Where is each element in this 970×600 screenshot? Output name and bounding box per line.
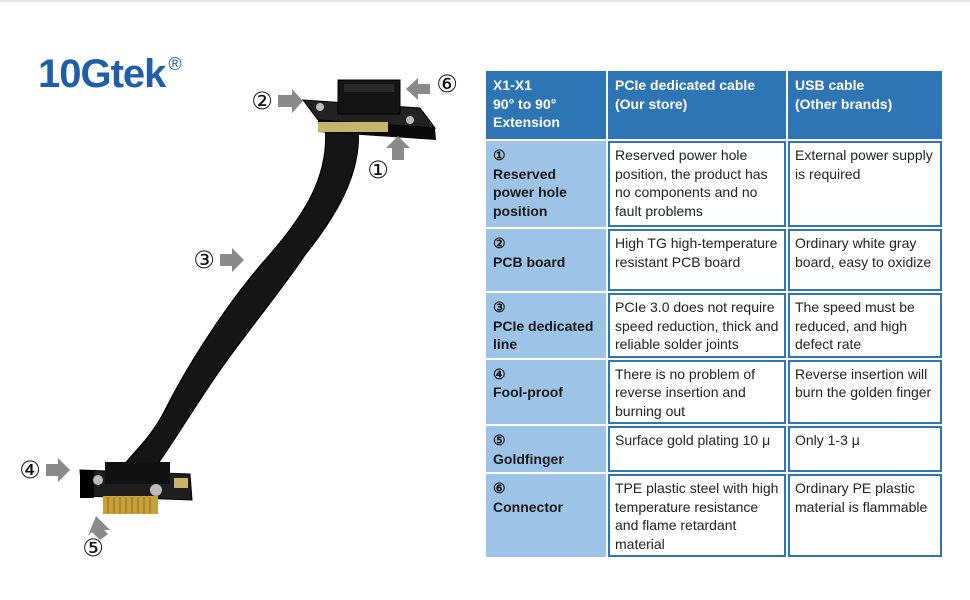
callout-2: ②	[251, 87, 273, 115]
header-pcie-cable: PCIe dedicated cable (Our store)	[608, 71, 786, 139]
header-extension: X1-X1 90° to 90° Extension	[486, 71, 606, 139]
ours-cell: There is no problem of reverse insertion…	[608, 359, 786, 424]
header-usb-cable: USB cable (Other brands)	[788, 71, 942, 139]
table-header-row: X1-X1 90° to 90° Extension PCIe dedicate…	[486, 71, 942, 139]
ribbon-cable	[119, 124, 360, 473]
top-rule	[0, 0, 970, 2]
callout-3: ③	[193, 246, 215, 274]
bottom-connector-board	[79, 462, 193, 514]
other-cell: External power supply is required	[788, 141, 942, 227]
comparison-table: X1-X1 90° to 90° Extension PCIe dedicate…	[484, 69, 944, 559]
registered-mark: ®	[168, 54, 181, 74]
brand-logo: 10Gtek®	[38, 52, 182, 97]
arrow-4	[46, 458, 70, 482]
ours-cell: Reserved power hole position, the produc…	[608, 141, 786, 227]
callout-5: ⑤	[82, 534, 104, 562]
logo-text: 10Gtek	[38, 52, 166, 96]
arrow-2	[278, 89, 303, 113]
ours-cell: Surface gold plating 10 μ	[608, 426, 786, 472]
other-cell: Reverse insertion will burn the golden f…	[788, 359, 942, 424]
arrow-1	[386, 136, 410, 160]
riser-cable-illustration: ② ⑥ ① ③ ④ ⑤	[19, 70, 458, 562]
callout-4: ④	[19, 456, 41, 484]
arrow-3	[220, 248, 244, 272]
ours-cell: PCIe 3.0 does not require speed reductio…	[608, 293, 786, 358]
arrow-5	[88, 516, 110, 540]
other-cell: Ordinary PE plastic material is flammabl…	[788, 474, 942, 557]
ours-cell: TPE plastic steel with high temperature …	[608, 474, 786, 557]
callout-6: ⑥	[436, 70, 458, 98]
top-connector-board	[301, 79, 437, 140]
other-cell: Only 1-3 μ	[788, 426, 942, 472]
arrow-6	[406, 78, 430, 100]
other-cell: Ordinary white gray board, easy to oxidi…	[788, 229, 942, 291]
ours-cell: High TG high-temperature resistant PCB b…	[608, 229, 786, 291]
callout-1: ①	[367, 156, 389, 184]
other-cell: The speed must be reduced, and high defe…	[788, 293, 942, 358]
